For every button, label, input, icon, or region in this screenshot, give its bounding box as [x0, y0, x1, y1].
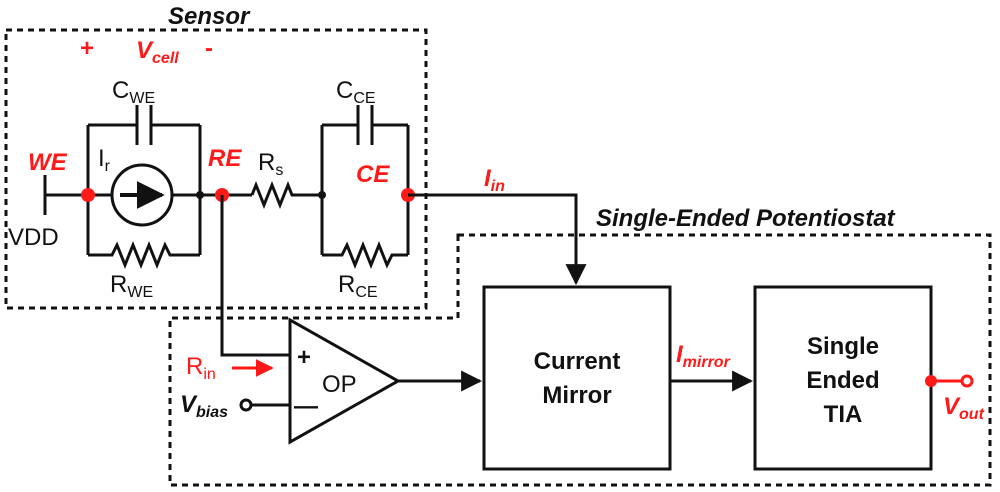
current-source-icon: [110, 163, 174, 227]
mirror-line2: Mirror: [542, 382, 611, 409]
tia-line2: Ended: [806, 367, 879, 394]
sensor-boundary: [4, 28, 428, 310]
potentiostat-boundary: [168, 233, 992, 487]
rce-resistor-icon: [322, 240, 408, 270]
we-label: WE: [28, 149, 68, 176]
rce-label: RCE: [338, 271, 378, 301]
op-amp-icon: [288, 317, 402, 445]
vbias-label: Vbias: [180, 391, 228, 421]
sensor-title: Sensor: [168, 3, 251, 30]
vdd-label: VDD: [8, 224, 59, 251]
potentiostat-title: Single-Ended Potentiostat: [596, 205, 896, 232]
tia-line3: TIA: [824, 401, 863, 428]
rin-label: Rin: [186, 353, 216, 383]
ce-label: CE: [356, 161, 390, 188]
op-plus-label: +: [297, 344, 311, 371]
ir-label: Ir: [98, 145, 111, 175]
cce-label: CCE: [336, 77, 376, 107]
vout-terminal: [960, 374, 974, 388]
iin-label: Iin: [484, 165, 505, 195]
iin-wire: [408, 193, 587, 286]
rwe-label: RWE: [110, 271, 153, 301]
rs-label: Rs: [258, 149, 283, 179]
imirror-label: Imirror: [676, 341, 731, 371]
vcell-label: Vcell: [136, 37, 179, 67]
tia-line1: Single: [807, 333, 879, 360]
we-node: [81, 188, 95, 202]
mirror-line1: Current: [534, 348, 621, 375]
rwe-resistor-icon: [88, 240, 200, 270]
current-mirror-block: [482, 285, 672, 471]
vbias-terminal: [239, 398, 253, 412]
re-to-op-wire: [220, 195, 290, 357]
op-minus-label: —: [294, 393, 318, 420]
tia-block: [753, 285, 933, 471]
op-label: OP: [322, 371, 357, 398]
vcell-minus: -: [205, 35, 213, 62]
cwe-label: CWE: [112, 77, 155, 107]
vout-label: Vout: [943, 393, 985, 423]
re-label: RE: [208, 145, 242, 172]
rs-resistor-icon: [250, 180, 322, 210]
vcell-plus: +: [80, 35, 94, 62]
